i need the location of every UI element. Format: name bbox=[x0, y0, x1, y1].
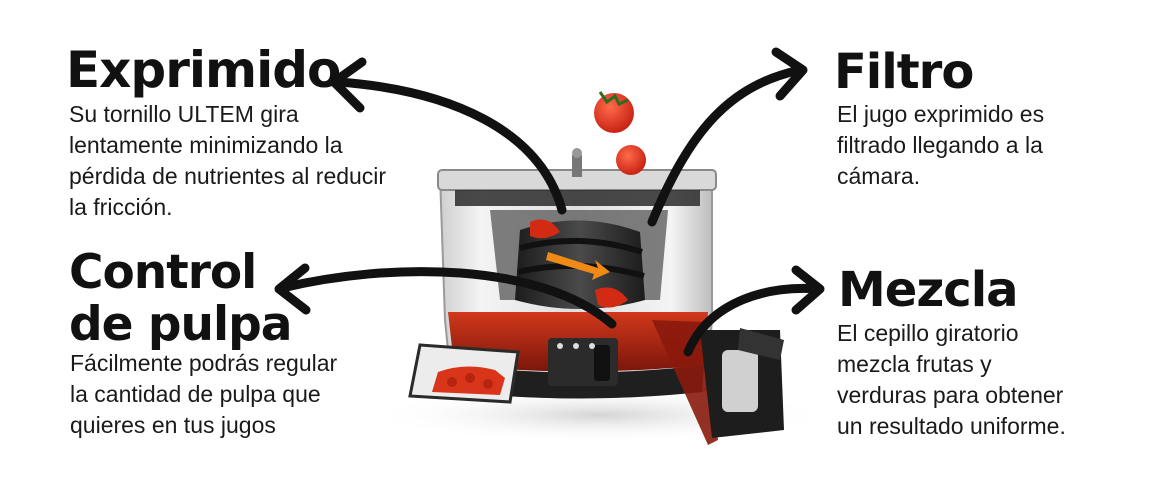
filtro-title: Filtro bbox=[834, 44, 974, 100]
control-description: Fácilmente podrás regular la cantidad de… bbox=[70, 348, 337, 441]
filtro-description: El jugo exprimido es filtrado llegando a… bbox=[837, 99, 1044, 192]
description-line: Su tornillo ULTEM gira bbox=[69, 101, 299, 127]
description-line: la fricción. bbox=[69, 194, 173, 220]
description-line: pérdida de nutrientes al reducir bbox=[69, 163, 387, 189]
description-line: El jugo exprimido es bbox=[837, 101, 1045, 127]
arrow-icon bbox=[647, 47, 808, 227]
juice-jug bbox=[652, 320, 784, 445]
description-line: un resultado uniforme. bbox=[837, 413, 1066, 439]
tomato-icon bbox=[616, 145, 646, 175]
exprimido-description: Su tornillo ULTEM gira lentamente minimi… bbox=[69, 99, 386, 223]
description-line: quieres en tus jugos bbox=[70, 412, 276, 438]
exprimido-title: Exprimido bbox=[66, 41, 341, 99]
tomato-icon bbox=[594, 91, 634, 133]
description-line: El cepillo giratorio bbox=[837, 320, 1019, 346]
description-line: lentamente minimizando la bbox=[69, 132, 343, 158]
title-line: de pulpa bbox=[69, 297, 292, 352]
arrow-icon bbox=[683, 265, 825, 357]
description-line: cámara. bbox=[837, 163, 921, 189]
description-line: mezcla frutas y bbox=[837, 351, 992, 377]
pulp-container bbox=[408, 343, 520, 404]
mezcla-title: Mezcla bbox=[838, 262, 1019, 318]
description-line: la cantidad de pulpa que bbox=[70, 381, 321, 407]
arrow-icon bbox=[274, 263, 617, 329]
mezcla-description: El cepillo giratorio mezcla frutas y ver… bbox=[837, 318, 1066, 442]
description-line: filtrado llegando a la bbox=[837, 132, 1043, 158]
arrow-icon bbox=[329, 57, 567, 215]
description-line: Fácilmente podrás regular bbox=[70, 350, 338, 376]
title-line: Control bbox=[69, 245, 257, 300]
control-title: Control de pulpa bbox=[69, 245, 292, 353]
description-line: verduras para obtener bbox=[837, 382, 1064, 408]
